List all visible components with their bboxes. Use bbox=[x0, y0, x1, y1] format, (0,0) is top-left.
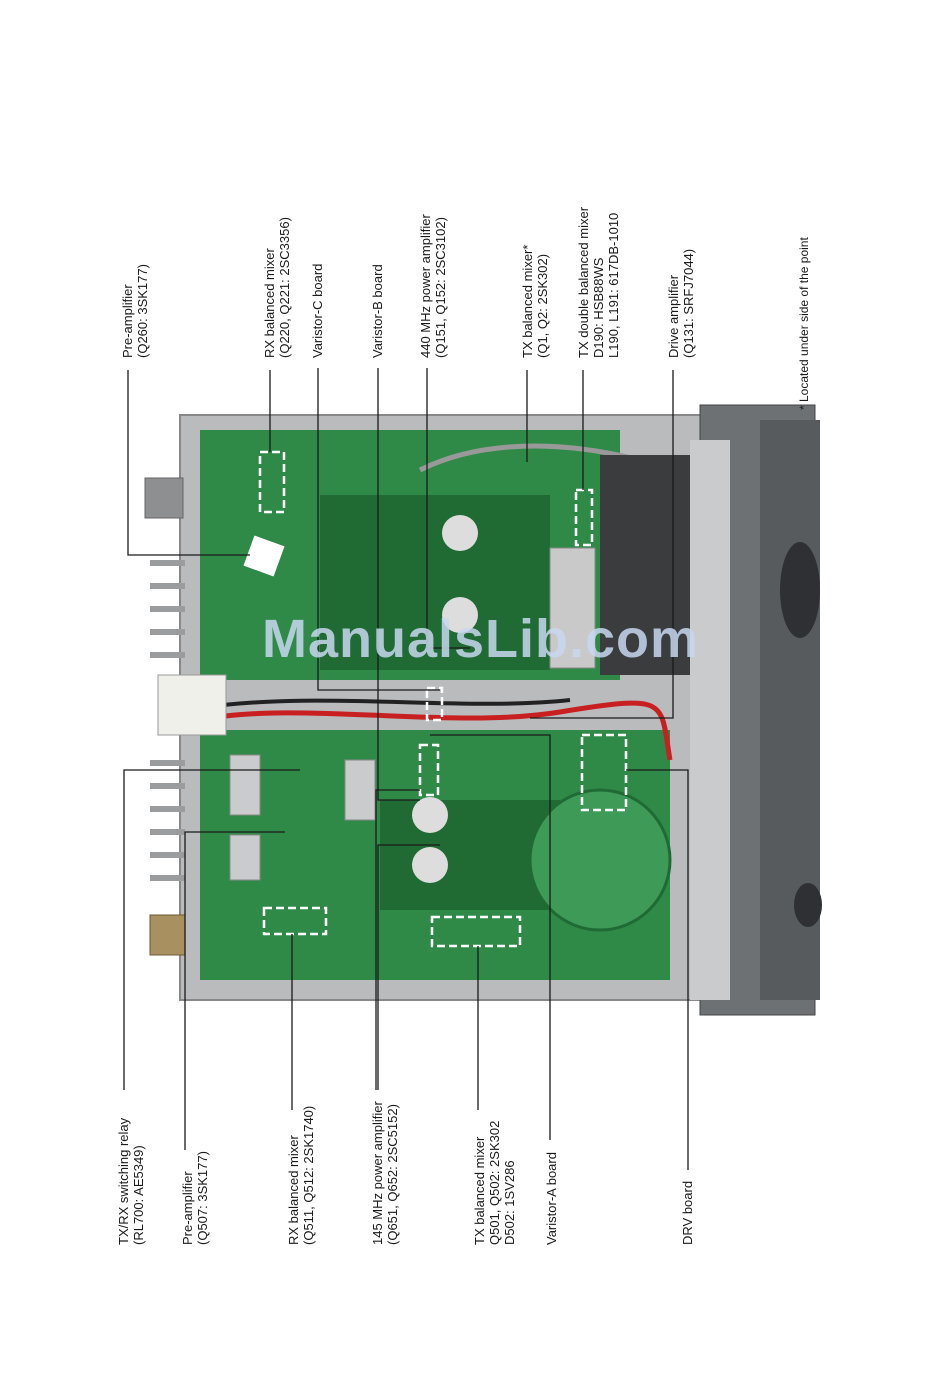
label-pa-440: 440 MHz power amplifier(Q151, Q152: 2SC3… bbox=[418, 214, 448, 358]
heatsink-fins bbox=[150, 560, 185, 881]
label-rx-mixer-q511: RX balanced mixer(Q511, Q512: 2SK1740) bbox=[286, 1105, 316, 1245]
label-txrx-relay: TX/RX switching relay(RL700: AE5349) bbox=[116, 1117, 146, 1245]
watermark: ManualsLib.com bbox=[262, 609, 700, 669]
speaker-area bbox=[600, 455, 690, 675]
label-preamp-q260: Pre-amplifier(Q260: 3SK177) bbox=[120, 264, 150, 358]
highlight-tx-mixer-q501 bbox=[430, 915, 522, 948]
label-varistor-c: Varistor-C board bbox=[310, 263, 325, 358]
highlight-varistor-b bbox=[425, 686, 444, 722]
antenna-connector-top bbox=[144, 477, 184, 519]
label-rx-mixer-q220: RX balanced mixer(Q220, Q221: 2SC3356) bbox=[262, 217, 292, 358]
label-pa-145: 145 MHz power amplifier(Q651, Q652: 2SC5… bbox=[370, 1101, 400, 1245]
small-knob bbox=[794, 883, 822, 927]
footnote: * Located under side of the point bbox=[797, 237, 811, 410]
antenna-connector-bottom bbox=[149, 914, 186, 956]
highlight-145-pa bbox=[418, 743, 440, 797]
highlight-tx-double-mixer bbox=[574, 488, 594, 547]
label-tx-mixer-q1: TX balanced mixer*(Q1, Q2: 2SK302) bbox=[520, 244, 550, 358]
main-knob bbox=[780, 542, 820, 638]
label-drive-amp: Drive amplifier(Q131: SRFJ7044) bbox=[666, 248, 696, 358]
power-connector bbox=[157, 674, 227, 736]
label-preamp-q507: Pre-amplifier(Q507: 3SK177) bbox=[180, 1151, 210, 1245]
label-drv-board: DRV board bbox=[680, 1180, 695, 1245]
highlight-rx-mixer-q511 bbox=[262, 906, 328, 936]
round-component bbox=[528, 788, 672, 932]
label-varistor-a: Varistor-A board bbox=[544, 1152, 559, 1245]
label-varistor-b: Varistor-B board bbox=[370, 264, 385, 358]
highlight-rx-mixer-q220 bbox=[258, 450, 286, 514]
